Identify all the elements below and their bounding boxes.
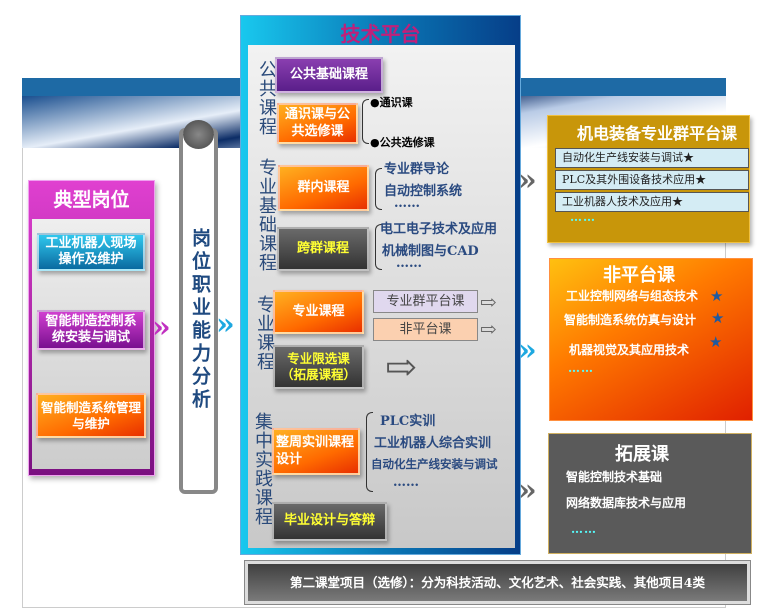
non-platform-panel: 非平台课 工业控制网络与组态技术 智能制造系统仿真与设计 机器视觉及其应用技术 … — [549, 258, 753, 421]
cross-item: 机械制图与CAD — [382, 244, 479, 259]
cross-item: …… — [396, 256, 422, 271]
position-item: 工业机器人现场操作及维护 — [37, 233, 145, 271]
cross-item: 电工电子技术及应用 — [380, 222, 498, 237]
arrow-right-icon: ⇨ — [385, 345, 417, 389]
course-item: 智能控制技术基础 — [566, 470, 663, 484]
brace — [375, 224, 382, 270]
star-icon: ★ — [710, 287, 724, 305]
in-group-item: 自动控制系统 — [384, 184, 463, 199]
in-group-item: …… — [394, 196, 420, 211]
general-box: 通识课与公共选修课 — [277, 103, 358, 144]
practice-item: …… — [393, 475, 419, 490]
platform-courses-title: 机电装备专业群平台课 — [576, 124, 737, 143]
restricted-box: 专业限选课（拓展课程） — [273, 345, 364, 389]
course-row: 工业机器人技术及应用★ — [555, 192, 749, 212]
star-icon: ★ — [711, 309, 725, 327]
position-item: 智能制造系统管理与维护 — [36, 393, 146, 438]
chevron-right-icon: » — [518, 163, 536, 198]
major-box: 专业课程 — [273, 290, 364, 334]
practice-item: PLC实训 — [380, 414, 436, 429]
group-label-basic: 专业基础课程 — [256, 158, 277, 272]
course-item: 机器视觉及其应用技术 — [569, 343, 690, 357]
course-item: 网络数据库技术与应用 — [566, 496, 687, 510]
more-dots: …… — [570, 210, 596, 224]
group-label-public: 公共课程 — [256, 60, 277, 136]
analysis-label: 岗位职业能力分析 — [189, 228, 211, 412]
major-nonplatform-item: 非平台课 — [373, 318, 478, 341]
positions-title: 典型岗位 — [53, 189, 130, 211]
graduation-box: 毕业设计与答辩 — [272, 502, 387, 541]
in-group-item: 专业群导论 — [384, 162, 450, 177]
course-item: 工业控制网络与组态技术 — [566, 289, 699, 303]
course-row: 自动化生产线安装与调试★ — [555, 148, 749, 168]
platform-title: 技术平台 — [340, 22, 421, 46]
brace — [362, 99, 369, 144]
major-platform-item: 专业群平台课 — [373, 290, 478, 313]
arrow-right-icon: ⇨ — [480, 290, 497, 314]
star-icon: ★ — [709, 333, 723, 351]
general-item: ●通识课 — [370, 96, 413, 109]
arrow-right-icon: ⇨ — [480, 317, 497, 341]
group-label-practice: 集中实践课程 — [252, 412, 273, 526]
brace — [375, 168, 382, 210]
more-dots: …… — [571, 522, 597, 536]
position-item: 智能制造控制系统安装与调试 — [37, 310, 145, 350]
weekly-box: 整周实训课程设计 — [272, 428, 360, 475]
platform-courses-panel: 机电装备专业群平台课 自动化生产线安装与调试★ PLC及其外围设备技术应用★ 工… — [547, 115, 750, 243]
practice-item: 自动化生产线安装与调试 — [371, 457, 498, 471]
in-group-box: 群内课程 — [278, 165, 369, 211]
footer-bar: 第二课堂项目（选修）：分为科技活动、文化艺术、社会实践、其他项目4类 — [244, 560, 751, 605]
practice-item: 工业机器人综合实训 — [374, 436, 492, 451]
extension-panel: 拓展课 智能控制技术基础 网络数据库技术与应用 …… — [548, 433, 752, 554]
chevron-right-icon: » — [518, 333, 536, 368]
cross-group-box: 跨群课程 — [277, 227, 369, 271]
chevron-right-icon: » — [216, 307, 234, 342]
chevron-right-icon: » — [152, 310, 170, 345]
course-item: 智能制造系统仿真与设计 — [564, 313, 697, 327]
course-row: PLC及其外围设备技术应用★ — [555, 170, 749, 190]
group-label-major: 专业课程 — [254, 295, 275, 371]
general-item: ●公共选修课 — [370, 136, 435, 149]
non-platform-title: 非平台课 — [603, 265, 675, 286]
extension-title: 拓展课 — [615, 444, 669, 465]
chevron-right-icon: » — [518, 473, 536, 508]
more-dots: …… — [568, 361, 594, 375]
public-basic-box: 公共基础课程 — [275, 57, 383, 93]
brace — [366, 412, 373, 492]
circle-knob — [183, 120, 214, 149]
analysis-column — [179, 128, 218, 494]
